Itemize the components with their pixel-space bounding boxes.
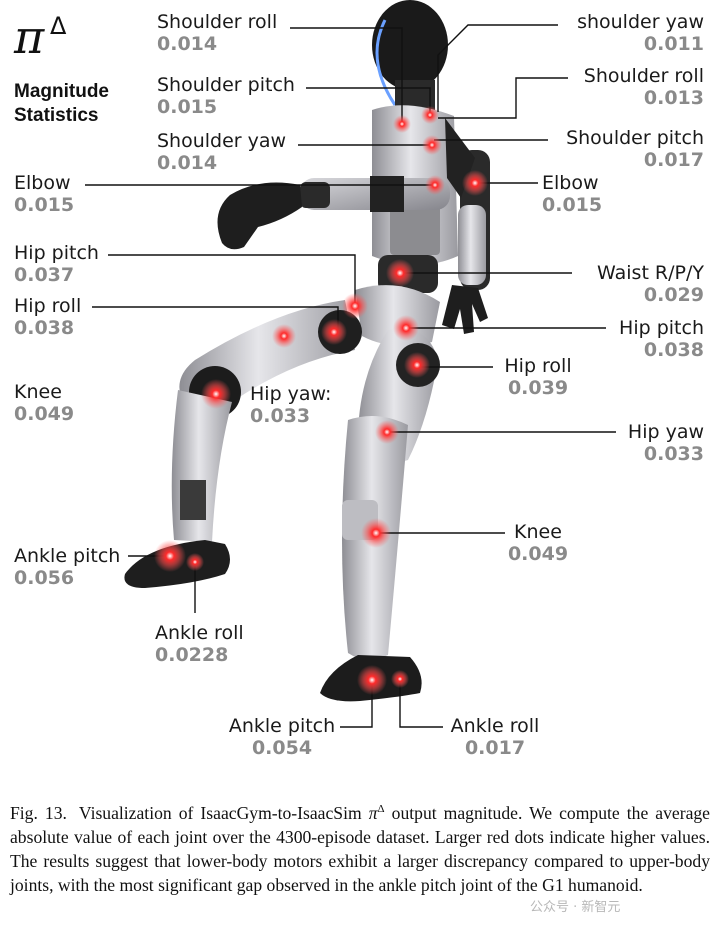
dot-hip-pitch-right [393, 315, 419, 341]
dot-elbow-front [425, 175, 445, 195]
dot-hip-yaw-right [375, 420, 399, 444]
dot-hip-roll-left [321, 319, 347, 345]
dot-ankle-pitch-right [357, 665, 387, 695]
pi-superscript: Δ [50, 12, 67, 40]
figure-caption: Fig. 13.Visualization of IsaacGym-to-Isa… [10, 797, 710, 898]
dot-elbow-back [462, 170, 488, 196]
magnitude-statistics-title: Magnitude Statistics [14, 81, 109, 127]
joint-dots [154, 106, 488, 695]
dot-shoulder-yaw-right [421, 106, 439, 124]
robot-figure [85, 0, 616, 728]
watermark: 公众号 · 新智元 [530, 900, 621, 915]
dot-waist [386, 259, 414, 287]
dot-hip-roll-right [404, 352, 430, 378]
dot-ankle-roll-right [391, 670, 409, 688]
dot-ankle-roll-left [186, 553, 204, 571]
pi-symbol: π [14, 10, 45, 64]
dot-hip-pitch-left [342, 293, 368, 319]
dot-knee-right [361, 518, 391, 548]
dot-shoulder-pitch [422, 135, 442, 155]
dot-knee-left [201, 379, 231, 409]
label-hip-yaw-left: Hip yaw:0.033 [250, 383, 332, 427]
caption-text: Visualization of IsaacGym-to-IsaacSim πΔ… [10, 802, 710, 896]
dot-hip-yaw-left [272, 324, 296, 348]
dot-ankle-pitch-left [154, 540, 186, 572]
dot-shoulder-roll-left [393, 115, 411, 133]
caption-label: Fig. 13. [10, 802, 67, 823]
